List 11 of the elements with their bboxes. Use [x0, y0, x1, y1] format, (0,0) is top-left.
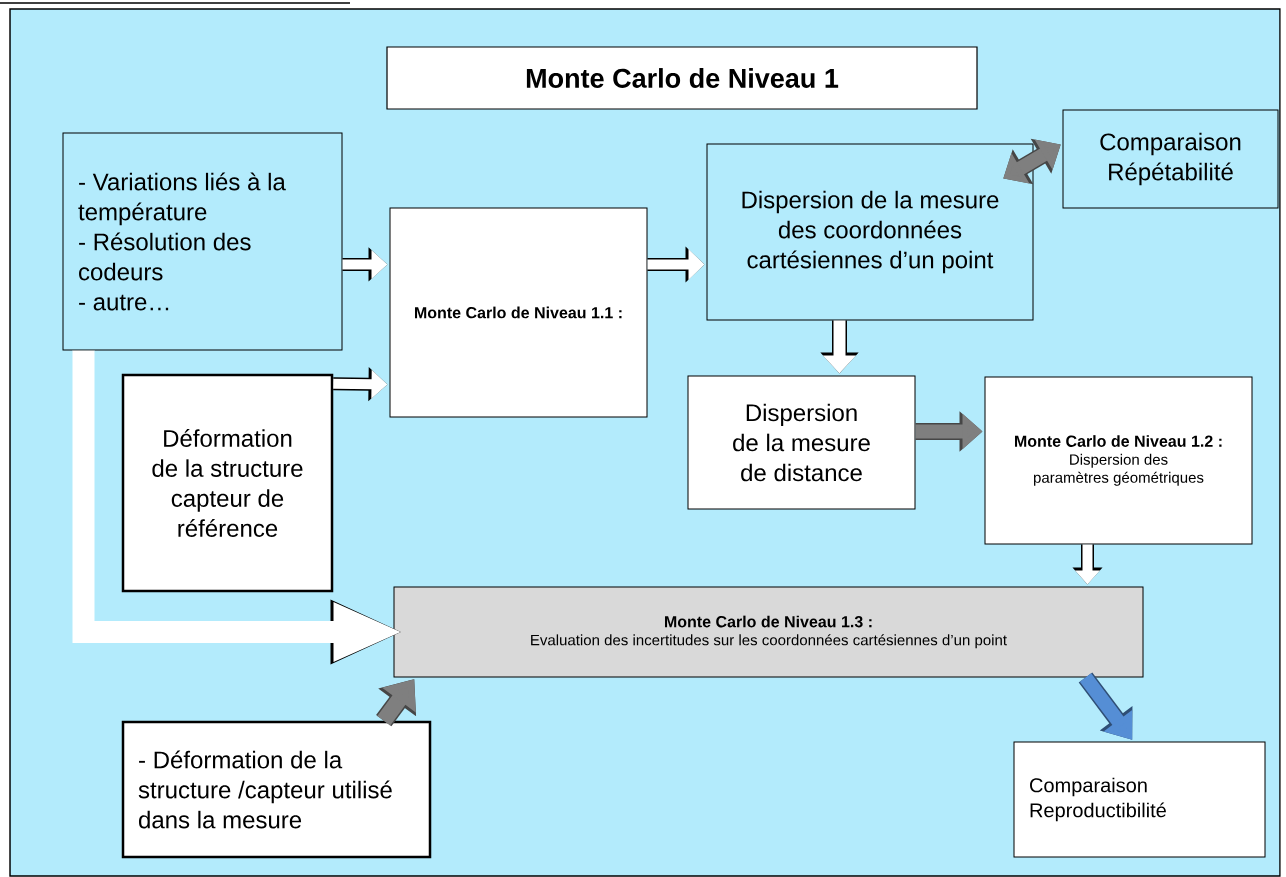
- process-box: Dispersion de la mesure des coordonnées cartésiennes d’un point: [706, 143, 1034, 321]
- process-box: Monte Carlo de Niveau 1.2 : Dispersion des paramètres géométriques: [984, 376, 1253, 545]
- process-box: Comparaison Reproductibilité: [1013, 741, 1266, 858]
- process-box: Monte Carlo de Niveau 1.3 : Evaluation des incertitudes sur les coordonnées cartésiennes d’un point: [393, 586, 1144, 678]
- process-box: Comparaison Répétabilité: [1062, 109, 1279, 209]
- title-box: Monte Carlo de Niveau 1: [386, 46, 978, 110]
- process-box: Monte Carlo de Niveau 1.1 :: [389, 207, 648, 418]
- process-box: - Déformation de la structure /capteur utilisé dans la mesure: [121, 720, 432, 859]
- process-box: - Variations liés à la température - Résolution des codeurs - autre…: [62, 132, 343, 351]
- process-box: Déformation de la structure capteur de référence: [121, 373, 334, 593]
- process-box: Dispersion de la mesure de distance: [687, 375, 916, 510]
